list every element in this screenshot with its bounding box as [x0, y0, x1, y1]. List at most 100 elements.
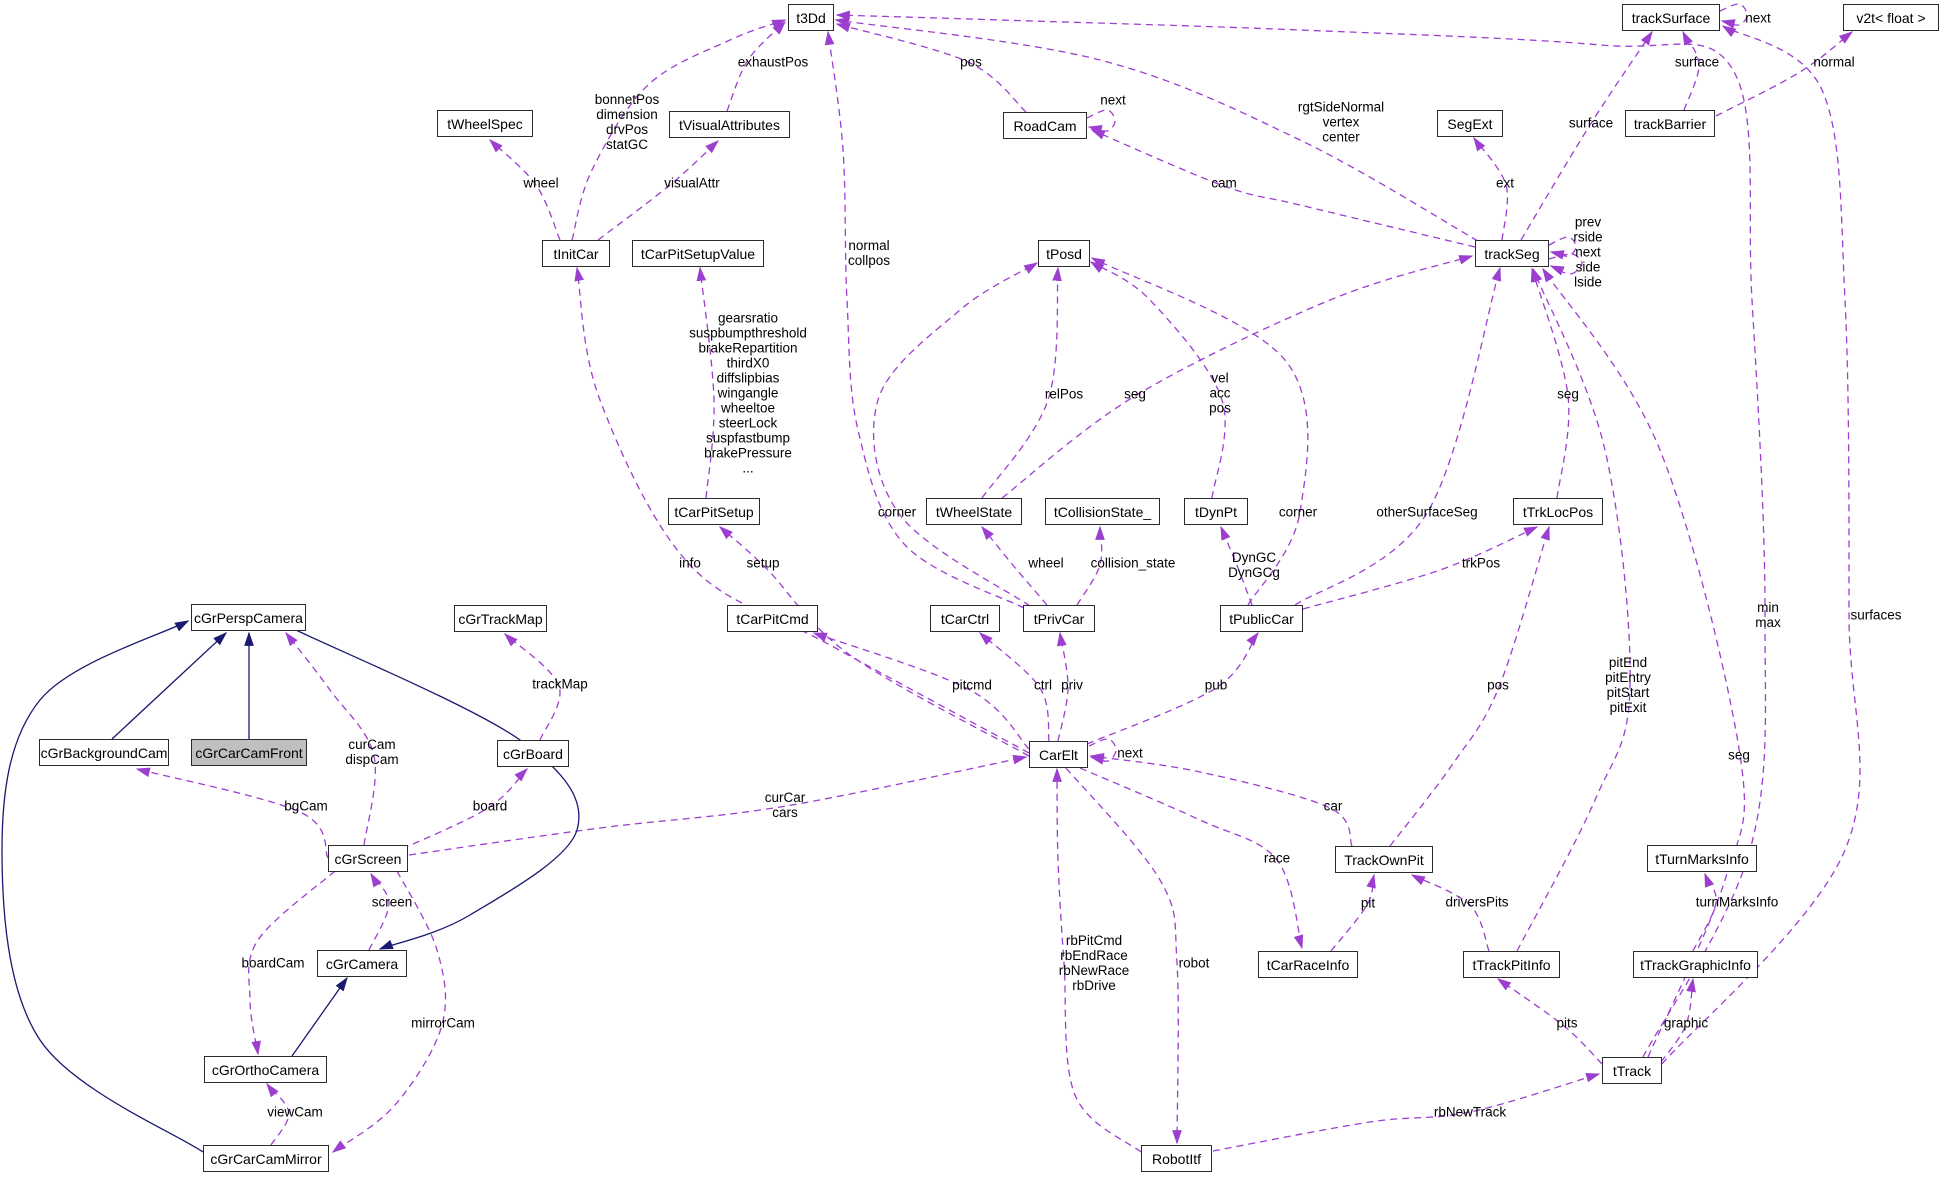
edge-trackSeg-t3Dd — [834, 17, 1479, 242]
node-trackBarrier[interactable]: trackBarrier — [1625, 110, 1715, 137]
node-cGrCarCamFront: cGrCarCamFront — [191, 739, 307, 766]
edge-cGrScreen-CarElt — [408, 754, 1028, 856]
edge-CarElt-tCarCtrl — [978, 632, 1050, 742]
edge-tPrivCar-t3Dd — [824, 30, 1025, 609]
edge-tTrackGraphicInfo-tTurnMarksInfo — [1692, 872, 1717, 952]
node-cGrCamera[interactable]: cGrCamera — [317, 950, 407, 977]
node-tTrackGraphicInfo[interactable]: tTrackGraphicInfo — [1633, 951, 1758, 978]
edge-trackBarrier-v2t_float — [1715, 31, 1854, 117]
edge-tTrack-trackSurface — [1661, 25, 1861, 1065]
edge-tInitCar-tVisualAttributes — [597, 140, 720, 241]
node-cGrScreen[interactable]: cGrScreen — [328, 845, 408, 872]
node-cGrPerspCamera[interactable]: cGrPerspCamera — [191, 604, 306, 631]
node-tInitCar[interactable]: tInitCar — [542, 240, 610, 267]
node-tVisualAttributes[interactable]: tVisualAttributes — [669, 111, 790, 138]
edge-cGrScreen-cGrBoard — [401, 767, 529, 850]
edge-tInitCar-t3Dd — [571, 19, 787, 241]
node-tCarRaceInfo[interactable]: tCarRaceInfo — [1258, 951, 1358, 978]
edge-tPrivCar-tCollisionState_ — [1076, 525, 1105, 606]
node-tDynPt[interactable]: tDynPt — [1184, 498, 1248, 525]
edge-cGrCarCamMirror-cGrOrthoCamera — [266, 1082, 290, 1146]
edge-tPrivCar-tWheelState — [981, 525, 1048, 606]
edge-cGrBoard-cGrTrackMap — [503, 633, 561, 741]
node-tCarPitCmd[interactable]: tCarPitCmd — [727, 605, 818, 632]
edge-trackSeg-trackSeg — [1548, 236, 1577, 260]
node-tTrackPitInfo[interactable]: tTrackPitInfo — [1463, 951, 1560, 978]
edge-trackSeg-trackSeg — [1548, 253, 1583, 276]
edge-TrackOwnPit-CarElt — [1089, 753, 1353, 847]
node-tPosd[interactable]: tPosd — [1038, 240, 1090, 267]
edge-tInitCar-tWheelSpec — [488, 139, 561, 241]
node-tWheelSpec[interactable]: tWheelSpec — [437, 110, 533, 137]
edge-tCarPitSetup-tCarPitSetupValue — [696, 266, 715, 499]
node-tCollisionState_[interactable]: tCollisionState_ — [1045, 498, 1160, 525]
edge-CarElt-tCarPitSetup — [718, 526, 1030, 757]
edge-tPublicCar-trackSeg — [1294, 266, 1501, 606]
edge-tTrack-tTrackPitInfo — [1496, 978, 1603, 1065]
edge-cGrScreen-cGrBackgroundCam — [135, 767, 329, 859]
edge-RoadCam-t3Dd — [835, 22, 1027, 113]
edge-cGrCamera-cGrScreen — [368, 872, 390, 951]
node-tPrivCar[interactable]: tPrivCar — [1023, 605, 1095, 632]
edge-tTrackPitInfo-TrackOwnPit — [1410, 874, 1490, 952]
node-cGrBoard[interactable]: cGrBoard — [497, 740, 569, 767]
edge-tCarRaceInfo-TrackOwnPit — [1330, 873, 1376, 952]
node-v2t_float[interactable]: v2t< float > — [1843, 4, 1939, 31]
node-CarElt[interactable]: CarElt — [1029, 741, 1088, 768]
edge-tWheelState-trackSeg — [1001, 255, 1474, 499]
node-cGrTrackMap[interactable]: cGrTrackMap — [454, 605, 547, 632]
edge-tVisualAttributes-t3Dd — [726, 20, 786, 112]
node-tTrack[interactable]: tTrack — [1602, 1057, 1662, 1084]
edge-trackSeg-RoadCam — [1090, 129, 1476, 248]
node-RobotItf[interactable]: RobotItf — [1141, 1145, 1212, 1172]
node-tCarPitSetupValue[interactable]: tCarPitSetupValue — [632, 240, 764, 267]
node-tTrkLocPos[interactable]: tTrkLocPos — [1513, 498, 1603, 525]
edge-trackSeg-SegExt — [1473, 136, 1509, 241]
edge-RobotItf-tTrack — [1212, 1072, 1601, 1152]
edge-tDynPt-tPosd — [1089, 261, 1226, 499]
edge-cGrScreen-cGrOrthoCamera — [248, 870, 336, 1056]
node-tCarPitSetup[interactable]: tCarPitSetup — [668, 498, 760, 525]
edge-cGrBackgroundCam-cGrPerspCamera — [111, 632, 228, 740]
edge-cGrScreen-cGrCarCamMirror — [331, 870, 447, 1153]
node-trackSeg[interactable]: trackSeg — [1475, 240, 1549, 267]
edge-CarElt-tPrivCar — [1057, 631, 1069, 742]
edge-tWheelState-tPosd — [981, 266, 1062, 499]
edge-tTrack-t3Dd — [835, 10, 1767, 1058]
node-SegExt[interactable]: SegExt — [1437, 110, 1503, 137]
edge-tPublicCar-tTrkLocPos — [1302, 526, 1539, 610]
edge-CarElt-tCarRaceInfo — [1079, 767, 1304, 950]
edge-trackSeg-trackSurface — [1520, 30, 1653, 241]
edge-trackSurface-trackSurface — [1719, 3, 1748, 29]
edge-cGrOrthoCamera-cGrCamera — [291, 976, 348, 1057]
edge-CarElt-tCarPitCmd — [812, 632, 1030, 750]
edge-tPrivCar-tPosd — [872, 262, 1039, 607]
edge-tTrkLocPos-trackSeg — [1530, 267, 1570, 499]
node-tPublicCar[interactable]: tPublicCar — [1220, 605, 1303, 632]
edge-CarElt-RobotItf — [1065, 767, 1182, 1145]
node-tCarCtrl[interactable]: tCarCtrl — [930, 605, 1000, 632]
node-cGrOrthoCamera[interactable]: cGrOrthoCamera — [204, 1056, 327, 1083]
edge-CarElt-tPublicCar — [1086, 631, 1259, 745]
node-TrackOwnPit[interactable]: TrackOwnPit — [1335, 846, 1433, 873]
node-cGrCarCamMirror[interactable]: cGrCarCamMirror — [203, 1145, 329, 1172]
edge-cGrCarCamMirror-cGrPerspCamera — [1, 620, 204, 1153]
edge-cGrScreen-cGrPerspCamera — [285, 631, 376, 846]
node-cGrBackgroundCam[interactable]: cGrBackgroundCam — [39, 739, 169, 766]
node-tWheelState[interactable]: tWheelState — [926, 498, 1022, 525]
node-trackSurface[interactable]: trackSurface — [1622, 4, 1720, 31]
node-RoadCam[interactable]: RoadCam — [1003, 112, 1087, 139]
node-tTurnMarksInfo[interactable]: tTurnMarksInfo — [1647, 845, 1757, 872]
edge-tTrack-trackSeg — [1542, 267, 1746, 1058]
edge-RobotItf-CarElt — [1052, 767, 1142, 1153]
edge-tTrackPitInfo-trackSeg — [1516, 267, 1631, 952]
edge-tTrack-tTrackGraphicInfo — [1660, 977, 1696, 1063]
edge-trackBarrier-trackSurface — [1682, 30, 1700, 111]
edge-tPublicCar-tDynPt — [1220, 525, 1253, 606]
edge-tPublicCar-tPosd — [1090, 257, 1309, 606]
node-t3Dd[interactable]: t3Dd — [788, 4, 834, 31]
edge-RoadCam-RoadCam — [1086, 109, 1116, 135]
edge-TrackOwnPit-tTrkLocPos — [1389, 525, 1550, 847]
